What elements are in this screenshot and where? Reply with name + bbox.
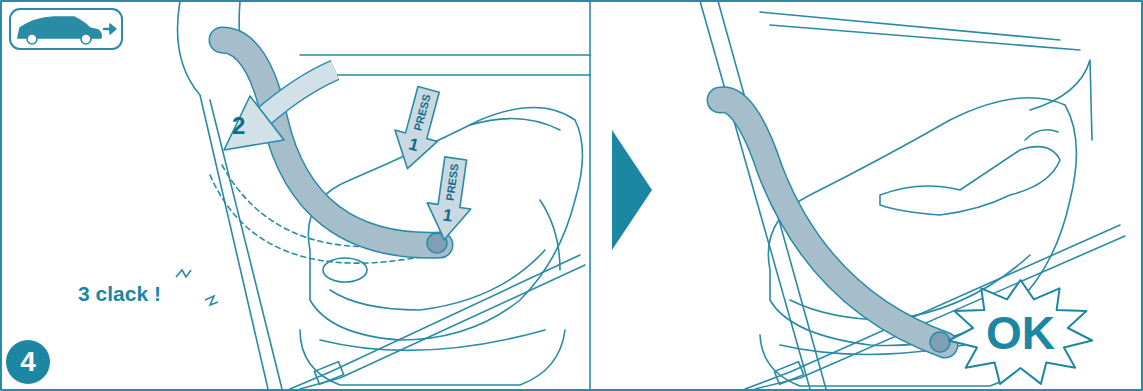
step-text: 4 <box>20 348 36 376</box>
press-arrow: PRESS1 <box>423 155 478 242</box>
ok-starburst: OK <box>948 280 1093 386</box>
press-arrow: PRESS1 <box>386 84 450 175</box>
step-number-circle: 4 <box>6 340 50 384</box>
step-text: OK <box>986 310 1055 356</box>
sound-label: 3 clack ! <box>78 282 161 306</box>
step-callout-number: 2 <box>232 112 245 140</box>
